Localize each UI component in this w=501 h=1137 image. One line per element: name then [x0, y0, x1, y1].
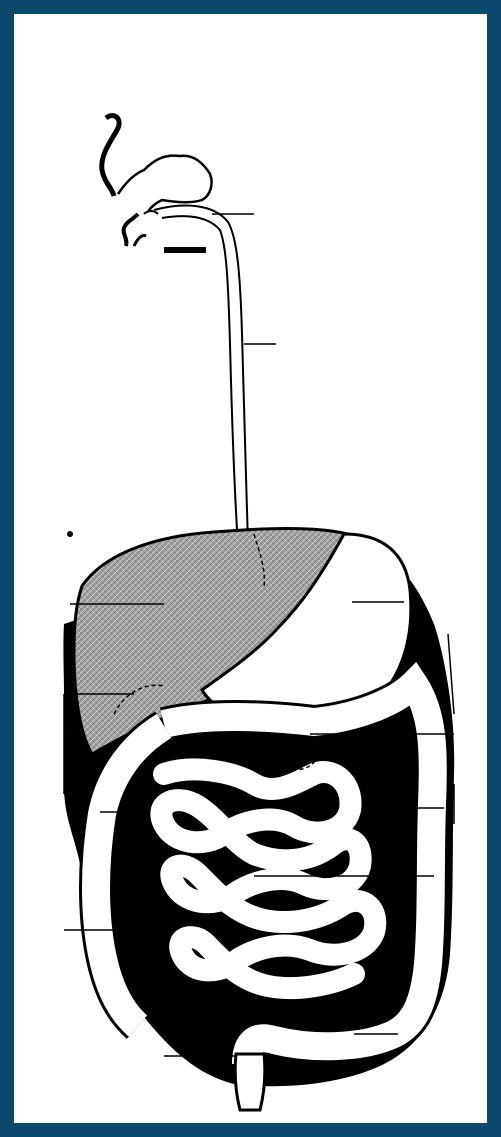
rectum: [235, 1054, 265, 1110]
digestive-system-diagram: [14, 14, 487, 1123]
small-intestine: [161, 769, 375, 988]
mouth-and-pharynx: [102, 116, 212, 250]
diagram-frame: [14, 14, 487, 1123]
esophagus: [154, 206, 248, 546]
stray-dot: [67, 531, 73, 537]
